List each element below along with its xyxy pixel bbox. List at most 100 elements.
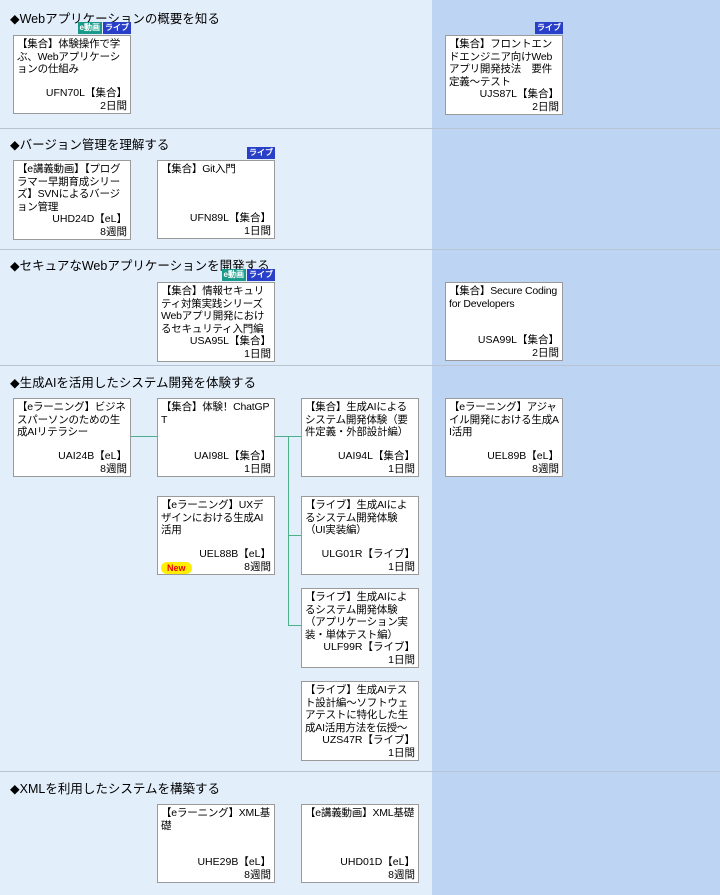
- course-title[interactable]: 【集合】情報セキュリティ対策実践シリーズ Webアプリ開発におけるセキュリティ入…: [161, 285, 265, 335]
- live-badge: ライブ: [247, 147, 275, 159]
- course-title[interactable]: 【集合】体験！ChatGPT: [161, 401, 270, 426]
- course-duration: 1日間: [388, 654, 415, 666]
- course-duration: 8週間: [532, 463, 559, 475]
- course-card[interactable]: 【ライブ】生成AIによるシステム開発体験（UI実装編） ULG01R【ライブ】1日…: [301, 496, 419, 575]
- course-card[interactable]: 【eラーニング】アジャイル開発における生成AI活用 UEL89B【eL】8週間: [445, 398, 563, 477]
- course-card[interactable]: 【ライブ】生成AIテスト設計編～ソフトウェアテストに特化した生成AI活用方法を伝…: [301, 681, 419, 761]
- course-duration: 1日間: [388, 561, 415, 573]
- course-duration: 8週間: [388, 869, 415, 881]
- course-title[interactable]: 【eラーニング】アジャイル開発における生成AI活用: [449, 401, 559, 438]
- duration-row: 8週間: [17, 463, 127, 476]
- course-card[interactable]: 【集合】生成AIによるシステム開発体験（要件定義・外部設計編）UAI94L【集合…: [301, 398, 419, 477]
- course-duration: 8週間: [100, 226, 127, 238]
- course-code: UAI98L【集合】: [193, 450, 271, 462]
- course-title[interactable]: 【集合】生成AIによるシステム開発体験（要件定義・外部設計編）: [305, 401, 408, 438]
- duration-row: 8週間: [17, 226, 127, 239]
- badge-group: ライブ: [535, 22, 563, 34]
- new-badge: New: [161, 561, 192, 574]
- course-card[interactable]: e動画ライブ【集合】情報セキュリティ対策実践シリーズ Webアプリ開発におけるセ…: [157, 269, 275, 362]
- connector-line: [288, 436, 289, 626]
- badge-group: e動画ライブ: [221, 269, 275, 281]
- course-card[interactable]: ライブ【集合】フロントエンドエンジニア向けWebアプリ開発技法 要件定義～テスト…: [445, 22, 563, 115]
- section-title: ◆XMLを利用したシステムを構築する: [10, 782, 220, 796]
- duration-row: 1日間: [161, 348, 271, 361]
- course-title[interactable]: 【eラーニング】UXデザインにおける生成AI活用: [161, 499, 264, 536]
- section-title: ◆バージョン管理を理解する: [10, 138, 170, 152]
- course-code: UHE29B【eL】: [197, 856, 271, 868]
- live-badge: ライブ: [535, 22, 563, 34]
- course-duration: 8週間: [244, 561, 271, 573]
- course-code: UHD01D【eL】: [340, 856, 415, 868]
- duration-row: 1日間: [305, 747, 415, 760]
- connector-line: [288, 625, 301, 626]
- course-card[interactable]: 【e講義動画】XML基礎 UHD01D【eL】8週間: [301, 804, 419, 883]
- course-code: UEL89B【eL】: [487, 450, 559, 462]
- course-code: UAI24B【eL】: [58, 450, 127, 462]
- section-title: ◆Webアプリケーションの概要を知る: [10, 12, 220, 26]
- course-card[interactable]: ライブ【集合】Git入門 UFN89L【集合】1日間: [157, 147, 275, 239]
- section-divider: [0, 365, 720, 366]
- course-duration: 1日間: [244, 348, 271, 360]
- course-title[interactable]: 【集合】Secure Coding for Developers: [449, 285, 558, 310]
- course-title[interactable]: 【e講義動画】【プログラマー早期育成シリーズ】SVNによるバージョン管理: [17, 163, 121, 213]
- course-duration: 2日間: [100, 100, 127, 112]
- course-code: UFN70L【集合】: [45, 87, 127, 99]
- duration-row: New 8週間: [161, 561, 271, 574]
- course-code: USA95L【集合】: [189, 335, 271, 347]
- course-title[interactable]: 【集合】Git入門: [161, 163, 236, 175]
- section-title: ◆セキュアなWebアプリケーションを開発する: [10, 259, 270, 273]
- e-video-badge: e動画: [221, 269, 246, 281]
- connector-line: [131, 436, 157, 437]
- duration-row: 1日間: [305, 463, 415, 476]
- course-title[interactable]: 【eラーニング】ビジネスパーソンのための生成AIリテラシー: [17, 401, 126, 438]
- duration-row: 1日間: [305, 561, 415, 574]
- live-badge: ライブ: [247, 269, 275, 281]
- badge-group: ライブ: [247, 147, 275, 159]
- course-duration: 8週間: [100, 463, 127, 475]
- course-code: UFN89L【集合】: [189, 212, 271, 224]
- course-title[interactable]: 【e講義動画】XML基礎: [305, 807, 415, 819]
- course-card[interactable]: 【eラーニング】UXデザインにおける生成AI活用 UEL88B【eL】 New 8週間: [157, 496, 275, 575]
- course-title[interactable]: 【ライブ】生成AIによるシステム開発体験（UI実装編）: [305, 499, 408, 536]
- duration-row: 1日間: [161, 225, 271, 238]
- course-code: UZS47R【ライブ】: [322, 734, 415, 746]
- course-card[interactable]: e動画ライブ【集合】体験操作で学ぶ、Webアプリケーションの仕組み UFN70L【…: [13, 22, 131, 114]
- course-card[interactable]: 【集合】体験！ChatGPT UAI98L【集合】1日間: [157, 398, 275, 477]
- course-card[interactable]: 【ライブ】生成AIによるシステム開発体験（アプリケーション実装・単体テスト編）U…: [301, 588, 419, 668]
- course-code: UJS87L【集合】: [479, 88, 559, 100]
- e-video-badge: e動画: [77, 22, 102, 34]
- duration-row: 2日間: [449, 101, 559, 114]
- live-badge: ライブ: [103, 22, 131, 34]
- course-duration: 1日間: [244, 225, 271, 237]
- section-divider: [0, 771, 720, 772]
- duration-row: 8週間: [161, 869, 271, 882]
- course-title[interactable]: 【ライブ】生成AIテスト設計編～ソフトウェアテストに特化した生成AI活用方法を伝…: [305, 684, 408, 734]
- course-duration: 1日間: [388, 747, 415, 759]
- course-duration: 1日間: [388, 463, 415, 475]
- course-card[interactable]: 【eラーニング】ビジネスパーソンのための生成AIリテラシー UAI24B【eL】8…: [13, 398, 131, 477]
- course-duration: 2日間: [532, 347, 559, 359]
- course-title[interactable]: 【eラーニング】XML基礎: [161, 807, 271, 832]
- connector-line: [288, 535, 301, 536]
- duration-row: 8週間: [305, 869, 415, 882]
- course-code: ULF99R【ライブ】: [323, 641, 415, 653]
- course-code: UEL88B【eL】: [199, 548, 271, 560]
- course-duration: 1日間: [244, 463, 271, 475]
- section-title: ◆生成AIを活用したシステム開発を体験する: [10, 376, 257, 390]
- course-title[interactable]: 【集合】フロントエンドエンジニア向けWebアプリ開発技法 要件定義～テスト: [449, 38, 553, 88]
- duration-row: 8週間: [449, 463, 559, 476]
- course-title[interactable]: 【ライブ】生成AIによるシステム開発体験（アプリケーション実装・単体テスト編）: [305, 591, 408, 641]
- duration-row: 1日間: [161, 463, 271, 476]
- course-code: USA99L【集合】: [477, 334, 559, 346]
- course-duration: 8週間: [244, 869, 271, 881]
- duration-row: 2日間: [449, 347, 559, 360]
- course-duration: 2日間: [532, 101, 559, 113]
- course-title[interactable]: 【集合】体験操作で学ぶ、Webアプリケーションの仕組み: [17, 38, 120, 75]
- duration-row: 1日間: [305, 654, 415, 667]
- section-divider: [0, 249, 720, 250]
- duration-row: 2日間: [17, 100, 127, 113]
- course-code: ULG01R【ライブ】: [321, 548, 415, 560]
- course-card[interactable]: 【eラーニング】XML基礎 UHE29B【eL】8週間: [157, 804, 275, 883]
